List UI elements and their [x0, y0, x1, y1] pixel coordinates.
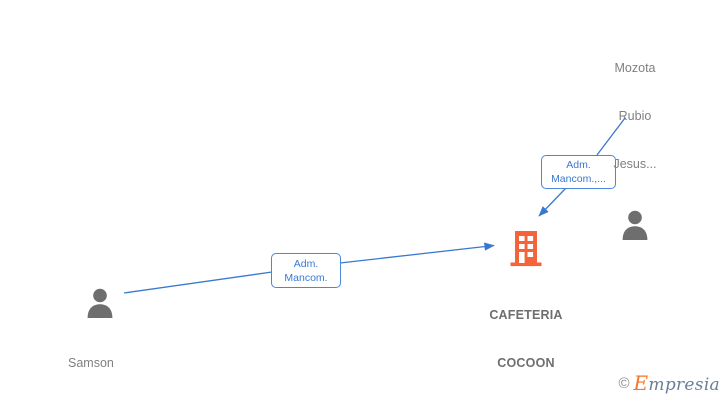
- edge-label-person-top-to-company[interactable]: Adm. Mancom.,...: [541, 155, 616, 189]
- building-icon: [510, 231, 542, 267]
- edge-label-person-left-to-company[interactable]: Adm. Mancom.: [271, 253, 341, 288]
- node-label-person-mozota: Mozota Rubio Jesus...: [594, 28, 676, 204]
- copyright-icon: ©: [618, 375, 630, 392]
- node-label-line1: CAFETERIA: [489, 308, 563, 322]
- person-icon: [622, 210, 648, 240]
- node-label-company: CAFETERIA COCOON 2020 SL: [466, 275, 586, 400]
- node-label-line2: Rubio: [618, 109, 652, 123]
- node-label-line1: Mozota: [614, 61, 656, 75]
- edge-label-line1: Adm.: [566, 159, 591, 171]
- brand-initial: E: [633, 371, 649, 395]
- brand-wordmark: Empresia: [634, 373, 721, 394]
- node-label-line1: Samson: [68, 356, 114, 370]
- brand-rest: mpresia: [648, 375, 720, 395]
- node-label-line2: COCOON: [497, 356, 555, 370]
- edge-label-line2: Mancom.,...: [551, 173, 606, 185]
- person-icon: [87, 288, 113, 318]
- edge-label-line1: Adm.: [293, 257, 319, 270]
- watermark-empresia: © Empresia: [618, 373, 720, 394]
- node-company-cafeteria-cocoon-2020-sl[interactable]: CAFETERIA COCOON 2020 SL: [466, 228, 586, 400]
- node-person-samson-gabriela[interactable]: Samson Gabriela: [64, 285, 136, 400]
- edge-label-line2: Mancom.: [284, 271, 328, 284]
- node-label-line3: Jesus...: [613, 157, 657, 171]
- node-label-person-samson: Samson Gabriela: [64, 323, 136, 400]
- node-person-mozota-rubio-jesus[interactable]: Mozota Rubio Jesus...: [594, 28, 676, 241]
